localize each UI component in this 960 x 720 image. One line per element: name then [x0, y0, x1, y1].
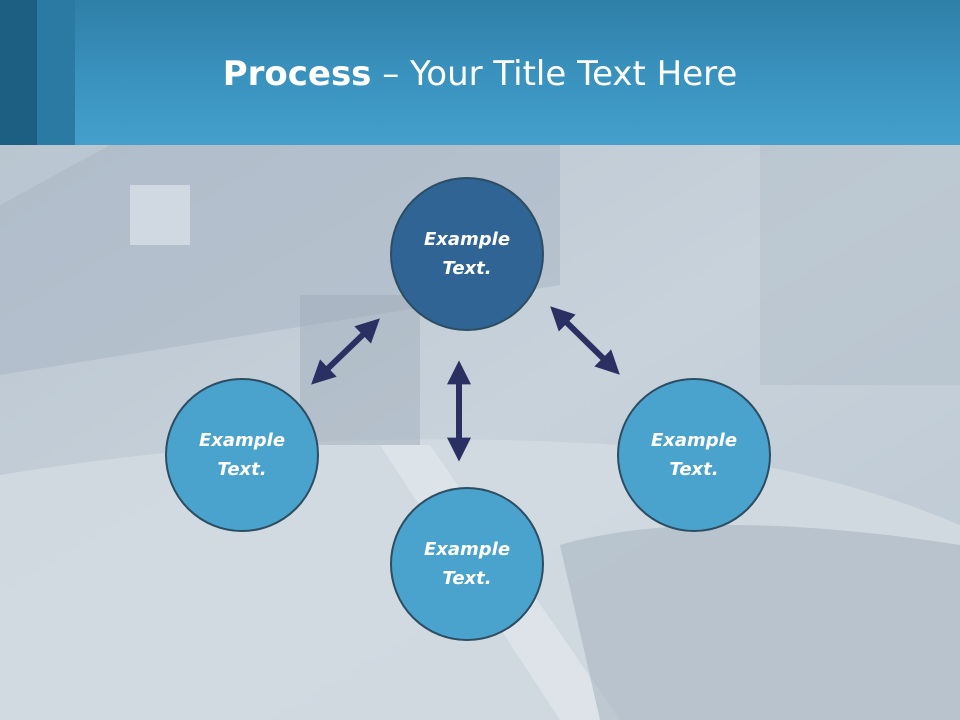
title-bar-accent-secondary — [37, 0, 75, 145]
slide-title-rest: – Your Title Text Here — [371, 54, 738, 94]
slide-title-bold: Process — [222, 54, 372, 94]
process-node-top[interactable]: Example Text. — [390, 177, 544, 331]
process-node-bottom[interactable]: Example Text. — [390, 487, 544, 641]
process-node-right-label: Example Text. — [650, 430, 738, 480]
process-node-top-label: Example Text. — [423, 229, 511, 279]
process-node-bottom-label: Example Text. — [423, 539, 511, 589]
process-node-left[interactable]: Example Text. — [165, 378, 319, 532]
process-node-right[interactable]: Example Text. — [617, 378, 771, 532]
arrow-top-left — [311, 318, 380, 385]
arrow-top-right — [550, 306, 620, 375]
slide-title: Process – Your Title Text Here — [0, 52, 960, 96]
title-bar — [0, 0, 960, 145]
process-node-left-label: Example Text. — [198, 430, 286, 480]
title-bar-accent — [0, 0, 37, 145]
